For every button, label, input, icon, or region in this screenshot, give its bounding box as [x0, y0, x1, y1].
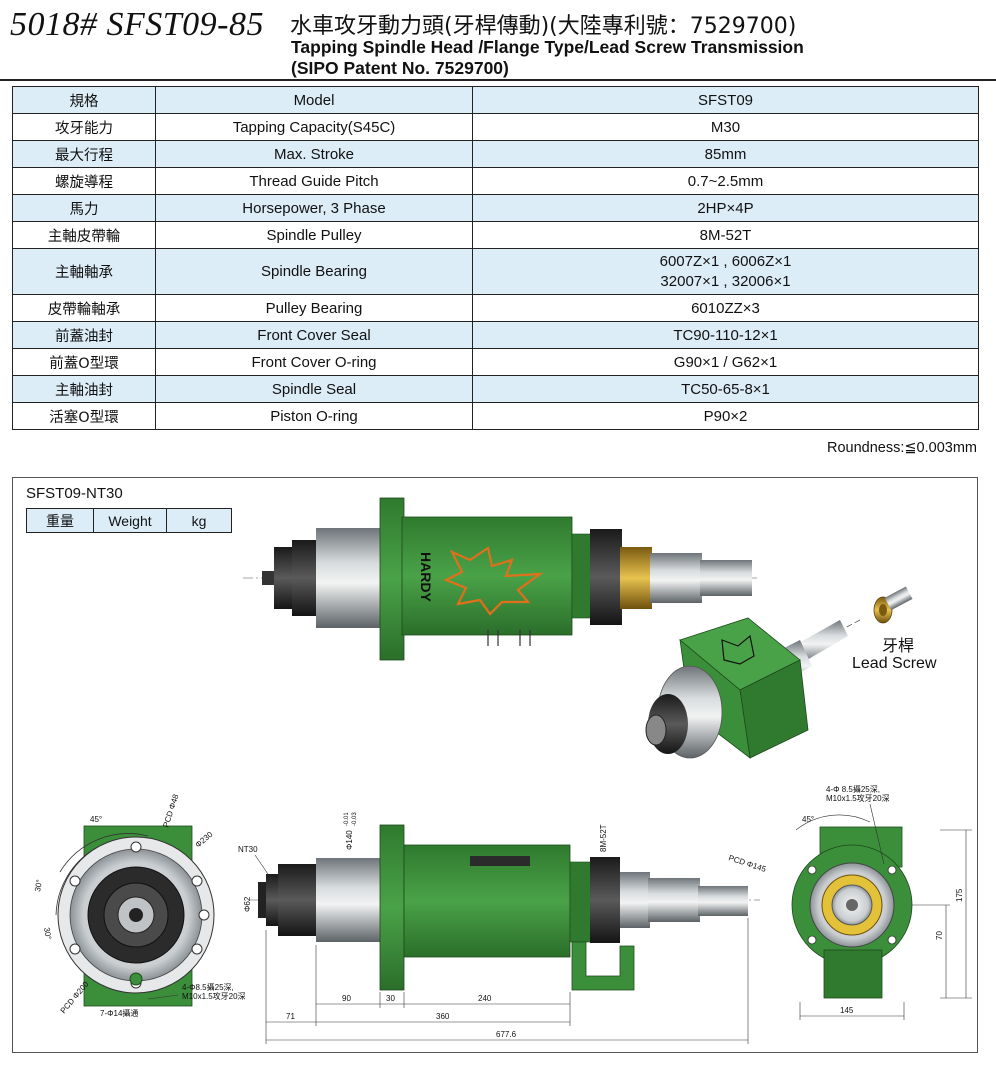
- brand-label: HARDY: [418, 552, 434, 602]
- spec-value-line: 32007×1 , 32006×1: [660, 272, 791, 290]
- spec-label-en: Piston O-ring: [155, 402, 473, 430]
- side-tol-top: -0.01: [344, 812, 350, 826]
- spec-label-zh: 最大行程: [12, 140, 156, 168]
- weight-table: 重量 Weight kg: [26, 508, 232, 533]
- spec-row: 馬力 Horsepower, 3 Phase 2HP×4P: [12, 194, 979, 222]
- title-english-line1: Tapping Spindle Head /Flange Type/Lead S…: [291, 37, 804, 57]
- front-holes-line2: M10x1.5攻牙20深: [182, 991, 246, 1001]
- side-dia62: Φ62: [243, 896, 252, 912]
- title-english-line2: (SIPO Patent No. 7529700): [291, 58, 509, 78]
- side-tol-bot: -0.03: [352, 812, 358, 826]
- lead-screw-label-zh: 牙桿: [882, 637, 914, 655]
- title-chinese: 水車攻牙動力頭(牙桿傳動)(大陸專利號：7529700): [290, 14, 797, 39]
- dim-30: 30: [386, 994, 395, 1003]
- dim-240: 240: [478, 994, 492, 1003]
- spec-row: 最大行程 Max. Stroke 85mm: [12, 140, 979, 168]
- variant-label: SFST09-NT30: [26, 485, 123, 502]
- front-angle-left: 30°: [33, 879, 44, 892]
- roundness-note: Roundness:≦0.003mm: [827, 440, 977, 456]
- title-english: Tapping Spindle Head /Flange Type/Lead S…: [291, 37, 804, 79]
- rear-dim-175: 175: [955, 888, 964, 902]
- front-view-drawing: 45° PCD Φ48 Φ230 30° 30° PCD Φ200 4-Φ8.5…: [33, 793, 245, 1018]
- model-code: 5018# SFST09-85: [10, 6, 264, 43]
- spec-label-en: Max. Stroke: [155, 140, 473, 168]
- rear-holes-line1: 4-Φ 8.5攝25深,: [826, 784, 880, 794]
- spec-label-en: Pulley Bearing: [155, 294, 473, 322]
- spindle-side-render: HARDY: [243, 497, 760, 661]
- spec-header-row: 規格 Model SFST09: [12, 86, 979, 114]
- front-pcd48: PCD Φ48: [161, 793, 180, 829]
- front-angle-top: 45°: [90, 815, 102, 824]
- front-holes-line1: 4-Φ8.5攝25深,: [182, 982, 234, 992]
- rear-pcd145: PCD Φ145: [727, 853, 767, 874]
- spec-row: 活塞O型環 Piston O-ring P90×2: [12, 402, 979, 430]
- spec-header-en: Model: [155, 86, 473, 114]
- weight-unit: kg: [166, 508, 232, 533]
- header-divider: [0, 79, 996, 81]
- spec-header-zh: 規格: [12, 86, 156, 114]
- dim-90: 90: [342, 994, 351, 1003]
- dim-360: 360: [436, 1012, 450, 1021]
- spec-row: 主軸油封 Spindle Seal TC50-65-8×1: [12, 375, 979, 403]
- spec-label-zh: 主軸皮帶輪: [12, 221, 156, 249]
- spec-value: TC50-65-8×1: [472, 375, 979, 403]
- rear-dim-70: 70: [935, 931, 944, 940]
- weight-label-en: Weight: [93, 508, 167, 533]
- side-view-drawing: NT30 Φ140 -0.01 -0.03 Φ62 8M-52T 90 30 2…: [238, 812, 760, 1044]
- dim-71: 71: [286, 1012, 295, 1021]
- rear-holes-line2: M10x1.5攻牙20深: [826, 793, 890, 803]
- dim-677: 677.6: [496, 1030, 517, 1039]
- side-pulley: 8M-52T: [599, 824, 608, 852]
- spec-label-zh: 前蓋油封: [12, 321, 156, 349]
- lead-screw-label-en: Lead Screw: [852, 655, 937, 672]
- front-angle-left2: 30°: [42, 927, 53, 940]
- spec-value: 2HP×4P: [472, 194, 979, 222]
- spec-value: M30: [472, 113, 979, 141]
- spec-value: TC90-110-12×1: [472, 321, 979, 349]
- front-through-holes: 7-Φ14攝通: [100, 1008, 138, 1018]
- spindle-isometric-render: [645, 617, 848, 759]
- spec-label-en: Spindle Bearing: [155, 248, 473, 295]
- spec-value: 6007Z×1 , 6006Z×1 32007×1 , 32006×1: [472, 248, 979, 295]
- spec-label-en: Horsepower, 3 Phase: [155, 194, 473, 222]
- hardy-logo: HARDY: [418, 546, 544, 616]
- front-dia230: Φ230: [194, 830, 215, 850]
- side-nt30: NT30: [238, 845, 258, 854]
- spec-value: 0.7~2.5mm: [472, 167, 979, 195]
- spec-table: 規格 Model SFST09 攻牙能力 Tapping Capacity(S4…: [12, 86, 979, 430]
- spec-header-value: SFST09: [472, 86, 979, 114]
- spec-label-zh: 主軸軸承: [12, 248, 156, 295]
- rear-angle: 45°: [802, 815, 814, 824]
- spec-value-line: 6007Z×1 , 6006Z×1: [659, 252, 792, 270]
- rear-dim-145: 145: [840, 1006, 854, 1015]
- spec-label-zh: 主軸油封: [12, 375, 156, 403]
- spec-row: 主軸軸承 Spindle Bearing 6007Z×1 , 6006Z×1 3…: [12, 248, 979, 295]
- spec-label-en: Front Cover O-ring: [155, 348, 473, 376]
- drawing-frame: [12, 477, 978, 1053]
- rear-view-drawing: 4-Φ 8.5攝25深, M10x1.5攻牙20深 45° PCD Φ145 1…: [727, 784, 972, 1020]
- spec-value: P90×2: [472, 402, 979, 430]
- spec-label-zh: 活塞O型環: [12, 402, 156, 430]
- spec-label-en: Thread Guide Pitch: [155, 167, 473, 195]
- side-dia140: Φ140: [345, 830, 354, 850]
- spec-row: 前蓋油封 Front Cover Seal TC90-110-12×1: [12, 321, 979, 349]
- spec-label-zh: 馬力: [12, 194, 156, 222]
- spec-row: 螺旋導程 Thread Guide Pitch 0.7~2.5mm: [12, 167, 979, 195]
- weight-label-zh: 重量: [26, 508, 94, 533]
